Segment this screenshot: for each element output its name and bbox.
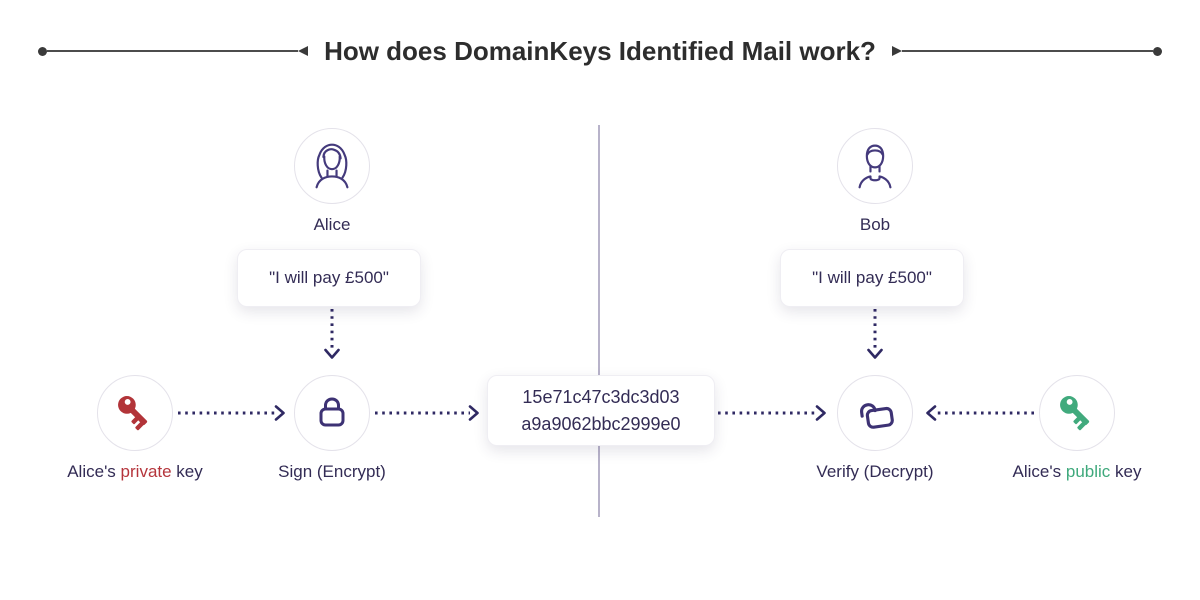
page-title: How does DomainKeys Identified Mail work… (324, 35, 876, 66)
alice-label: Alice (313, 215, 351, 234)
alice-message-text: "I will pay £500" (269, 268, 389, 287)
arrow-sign-to-hash (375, 405, 479, 421)
verify-label: Verify (Decrypt) (816, 462, 934, 481)
title-dot-left-icon (38, 46, 47, 56)
arrow-down-alice (324, 309, 340, 359)
bob-avatar (837, 128, 913, 204)
unlock-icon (860, 403, 894, 429)
public-key-label: Alice's public key (1012, 462, 1142, 481)
lock-icon (319, 397, 345, 427)
title-dot-right-icon (1153, 46, 1162, 56)
man-avatar-icon (858, 144, 892, 189)
hash-line-2: a9a9062bbc2999e0 (521, 413, 681, 434)
title-line-left (47, 50, 299, 52)
arrow-publickey-to-verify (926, 405, 1034, 421)
sign-node (294, 375, 370, 451)
center-divider (598, 125, 600, 517)
hash-line-1: 15e71c47c3dc3d03 (522, 386, 680, 407)
alice-message-box: "I will pay £500" (237, 249, 421, 307)
verify-node (837, 375, 913, 451)
red-key-icon (118, 396, 148, 431)
bob-message-text: "I will pay £500" (812, 268, 932, 287)
hash-box: 15e71c47c3dc3d03 a9a9062bbc2999e0 (487, 375, 715, 446)
title-line-right (901, 50, 1153, 52)
public-key-node (1039, 375, 1115, 451)
bob-message-box: "I will pay £500" (780, 249, 964, 307)
private-key-node (97, 375, 173, 451)
alice-avatar (294, 128, 370, 204)
arrow-down-bob (867, 309, 883, 359)
private-key-label: Alice's private key (67, 462, 203, 481)
arrow-privatekey-to-sign (178, 405, 285, 421)
woman-avatar-icon (315, 143, 349, 189)
title-arrowhead-right-icon (891, 46, 902, 56)
green-key-icon (1060, 396, 1090, 431)
bob-label: Bob (859, 215, 891, 234)
sign-label: Sign (Encrypt) (278, 462, 386, 481)
hash-text: 15e71c47c3dc3d03 a9a9062bbc2999e0 (521, 384, 680, 438)
arrow-hash-to-verify (718, 405, 826, 421)
title-bar: How does DomainKeys Identified Mail work… (38, 36, 1162, 66)
title-arrowhead-left-icon (298, 46, 309, 56)
